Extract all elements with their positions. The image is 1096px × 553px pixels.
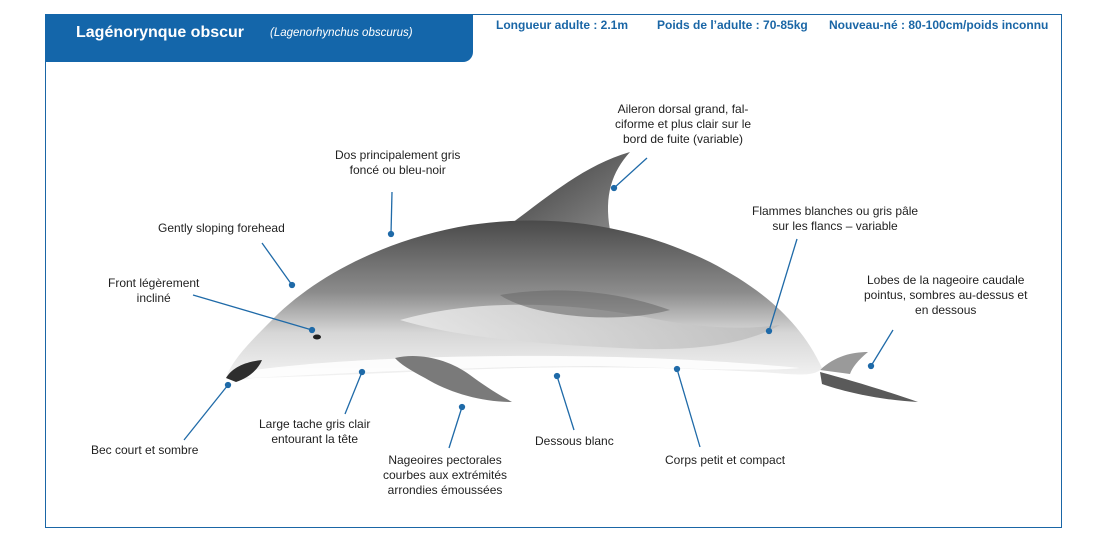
- eye: [313, 334, 321, 340]
- label-flank-blazes: Flammes blanches ou gris pâle sur les fl…: [752, 204, 919, 233]
- dorsal-fin: [512, 152, 630, 230]
- label-white-belly: Dessous blanc: [535, 434, 614, 448]
- pectoral-fin: [395, 355, 512, 402]
- stat-adult-weight: Poids de l’adulte : 70-85kg: [657, 18, 808, 32]
- label-compact-body: Corps petit et compact: [665, 453, 786, 467]
- label-pectoral-fins: Nageoires pectorales courbes aux extrémi…: [383, 453, 508, 497]
- beak: [226, 360, 262, 382]
- flank-blaze: [400, 304, 780, 350]
- tail-fluke-upper: [820, 352, 868, 374]
- belly-white: [240, 355, 800, 378]
- label-back: Dos principalement gris foncé ou bleu-no…: [335, 148, 461, 177]
- species-common-name: Lagénorynque obscur: [76, 24, 245, 41]
- stat-adult-length: Longueur adulte : 2.1m: [496, 18, 629, 32]
- species-scientific-name: (Lagenorhynchus obscurus): [270, 27, 413, 39]
- tail-fluke-lower: [820, 372, 918, 402]
- label-tail-lobes: Lobes de la nageoire caudale pointus, so…: [864, 273, 1028, 317]
- leader-lines: [183, 157, 894, 449]
- stat-newborn: Nouveau-né : 80-100cm/poids inconnu: [829, 18, 1049, 32]
- title-banner: Lagénorynque obscur (Lagenorhynchus obsc…: [45, 14, 473, 62]
- diagram-frame: [45, 14, 1062, 528]
- label-dorsal-fin: Aileron dorsal grand, fal- ciforme et pl…: [615, 102, 752, 146]
- dark-flank-band: [500, 290, 670, 318]
- label-beak: Bec court et sombre: [91, 443, 199, 457]
- label-sloping-forehead: Gently sloping forehead: [158, 221, 285, 235]
- label-front: Front légèrement incliné: [108, 276, 200, 305]
- label-head-patch: Large tache gris clair entourant la tête: [259, 417, 371, 446]
